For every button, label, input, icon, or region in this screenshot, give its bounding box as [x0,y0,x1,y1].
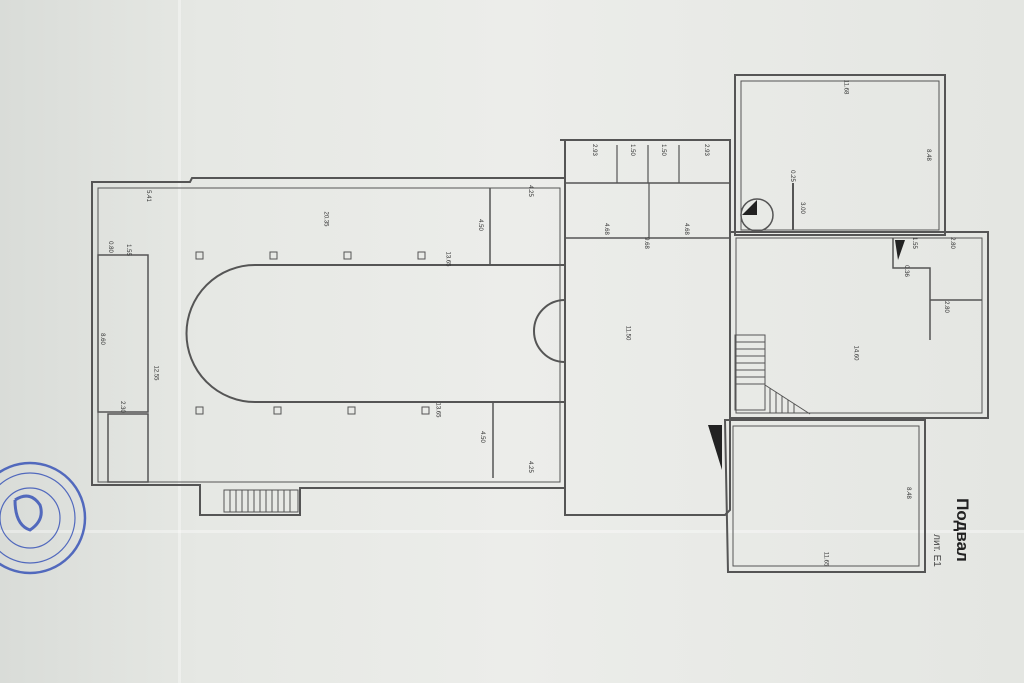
dim-label: 9.68 [642,237,649,249]
dim-label: 2.93 [590,144,597,156]
apse [533,299,566,363]
dim-label: 1.55 [910,237,917,249]
dim-label: 1.50 [628,144,635,156]
dim-label: 11.65 [822,551,829,567]
official-stamp [0,461,87,575]
dim-label: 4.50 [478,431,485,443]
dim-label: 11.68 [842,79,849,95]
dim-label: 13.65 [434,402,441,418]
dim-label: 0.80 [106,241,113,253]
dim-label: 2.80 [948,237,955,249]
dim-label: 1.50 [659,144,666,156]
dim-label: 2.80 [942,301,949,313]
dim-label: 4.50 [476,219,483,231]
dim-label: 8.60 [98,333,105,345]
dim-label: 4.68 [602,223,609,235]
dim-label: 2.93 [702,144,709,156]
paper-fold [0,530,1024,533]
columns [195,251,430,415]
sheet-subtitle: лит. Е1 [930,534,942,567]
dim-label: 3.00 [798,202,805,214]
stair-right [734,334,811,415]
room-middle-right [729,231,989,419]
spiral-stair [740,198,774,232]
wall-left-wing [91,177,566,516]
ramp [708,425,722,470]
dim-label: 13.65 [444,251,451,267]
room-top-right [734,74,946,236]
dim-label: 0.36 [902,265,909,277]
dim-label: 4.25 [526,461,533,473]
stair-bottom-left [223,489,299,513]
dim-label: 2.30 [118,401,125,413]
dim-label: 4.68 [682,223,689,235]
dim-label: 8.48 [904,487,911,499]
dim-label: 0.25 [788,170,795,182]
dim-label: 20.35 [322,211,329,227]
sheet-title: Подвал [952,498,972,562]
arched-hall [185,264,565,403]
dim-label: 1.55 [124,244,131,256]
dim-label: 12.55 [152,365,159,381]
room-small-left [107,413,149,483]
dim-label: 4.25 [526,185,533,197]
paper-fold [178,0,181,683]
room-bottom-right [723,419,926,573]
dim-label: 8.48 [924,149,931,161]
dim-label: 11.50 [624,325,631,341]
dim-label: 5.41 [144,190,151,202]
room-narrow [97,254,149,413]
dim-label: 14.60 [852,345,859,361]
wall-center-block [560,139,731,516]
